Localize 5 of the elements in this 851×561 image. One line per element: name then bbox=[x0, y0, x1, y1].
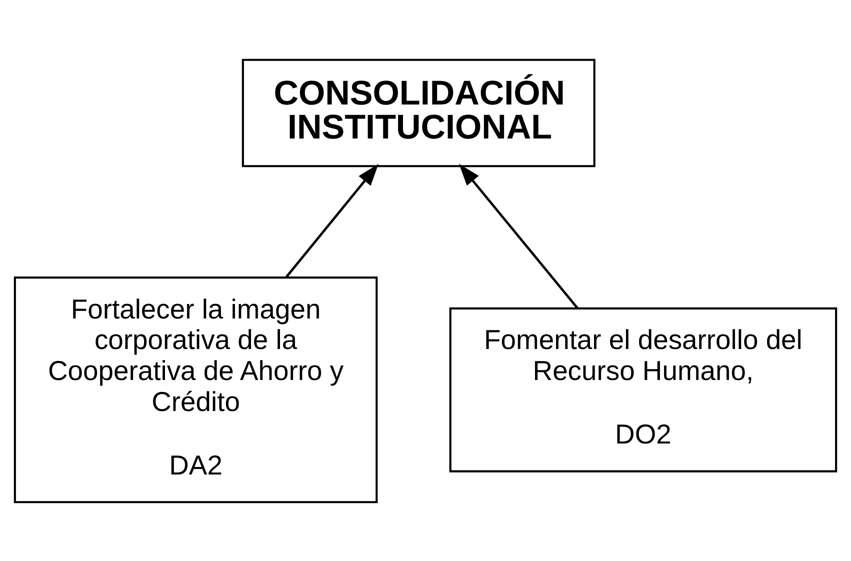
arrow bbox=[286, 163, 379, 278]
arrow bbox=[458, 163, 579, 309]
node-box: CONSOLIDACIÓN INSTITUCIONAL bbox=[242, 58, 596, 167]
node-box: Fomentar el desarrollo del Recurso Humano, DO2 bbox=[449, 306, 838, 472]
node-box: Fortalecer la imagen corporativa de la Cooperativa de Ahorro y Crédito DA2 bbox=[14, 276, 378, 503]
